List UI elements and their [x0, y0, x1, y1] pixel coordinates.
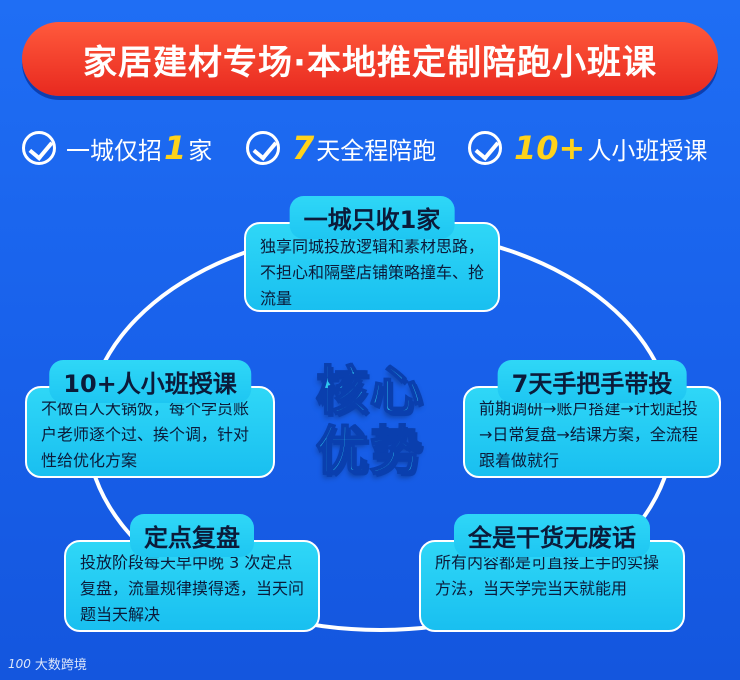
card-fixed-review: 定点复盘 投放阶段每天早中晚 3 次定点复盘，流量规律摸得透，当天问题当天解决: [64, 514, 320, 632]
title-banner: 家居建材专场·本地推定制陪跑小班课: [22, 22, 718, 96]
card-title: 7天手把手带投: [497, 360, 687, 403]
card-title: 一城只收1家: [289, 196, 455, 239]
card-title: 定点复盘: [130, 514, 254, 557]
feature-highlight: 1: [164, 129, 187, 167]
feature-highlight: 10+: [514, 129, 586, 167]
feature-small-class: 10+ 人小班授课: [468, 118, 707, 178]
card-title: 10+人小班授课: [49, 360, 251, 403]
feature-text-pre: 一城仅招: [66, 136, 162, 165]
card-hands-on: 7天手把手带投 前期调研→账户搭建→计划起投→日常复盘→结课方案，全流程跟着做就…: [463, 360, 721, 478]
feature-text-post: 人小班授课: [587, 136, 708, 165]
feature-one-per-city: 一城仅招 1 家: [22, 118, 212, 178]
check-circle-icon: [246, 131, 280, 165]
card-small-class: 10+人小班授课 不做百人大锅饭，每个学员账户老师逐个过、挨个调，针对性给优化方…: [25, 360, 275, 478]
watermark: 100 大数跨境: [8, 654, 87, 674]
core-line-1: 核心: [315, 361, 424, 423]
card-practical: 全是干货无废话 所有内容都是可直接上手的实操方法，当天学完当天就能用: [419, 514, 685, 632]
features-row: 一城仅招 1 家 7 天全程陪跑 10+ 人小班授课: [0, 118, 740, 178]
watermark-logo: 100: [8, 656, 31, 671]
feature-seven-days: 7 天全程陪跑: [246, 118, 436, 178]
check-circle-icon: [468, 131, 502, 165]
check-circle-icon: [22, 131, 56, 165]
banner-title: 家居建材专场·本地推定制陪跑小班课: [83, 42, 657, 83]
card-title: 全是干货无废话: [454, 514, 650, 557]
feature-highlight: 7: [292, 129, 315, 167]
card-one-per-city: 一城只收1家 独享同城投放逻辑和素材思路，不担心和隔壁店铺策略撞车、抢流量: [244, 196, 500, 312]
card-body: 投放阶段每天早中晚 3 次定点复盘，流量规律摸得透，当天问题当天解决: [80, 553, 305, 624]
feature-text-post: 家: [188, 136, 213, 165]
card-body: 独享同城投放逻辑和素材思路，不担心和隔壁店铺策略撞车、抢流量: [260, 237, 485, 308]
card-body: 所有内容都是可直接上手的实操方法，当天学完当天就能用: [435, 553, 660, 598]
core-line-2: 优势: [315, 421, 424, 483]
core-advantage-title: 核心 优势: [300, 352, 440, 492]
feature-text-post: 天全程陪跑: [316, 136, 437, 165]
card-body: 不做百人大锅饭，每个学员账户老师逐个过、挨个调，针对性给优化方案: [41, 399, 250, 470]
watermark-text: 大数跨境: [34, 658, 87, 673]
card-body: 前期调研→账户搭建→计划起投→日常复盘→结课方案，全流程跟着做就行: [479, 399, 698, 470]
